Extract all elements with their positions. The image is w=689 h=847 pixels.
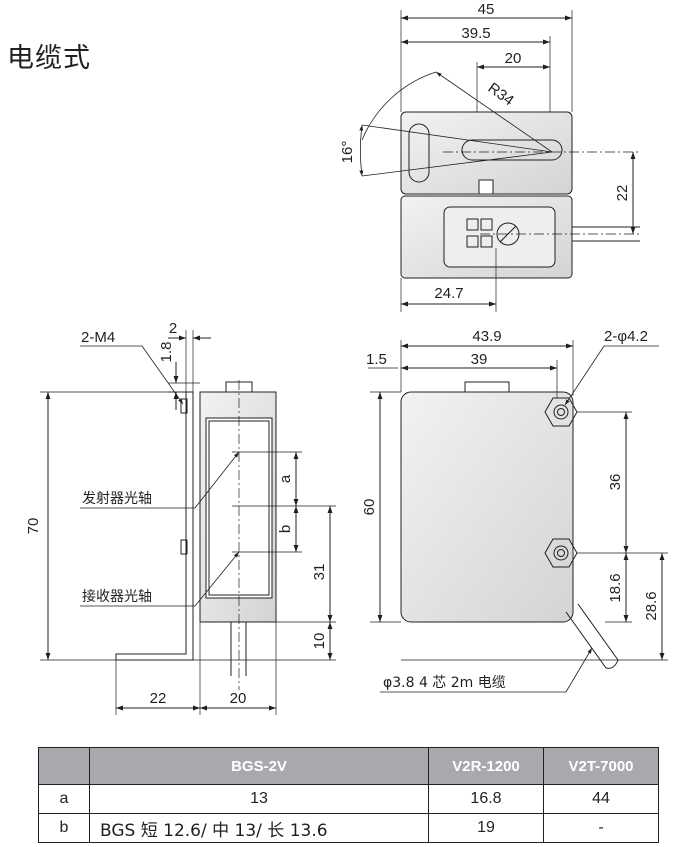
dim-1-8: 1.8 xyxy=(158,342,175,363)
table-header-v2r-1200: V2R-1200 xyxy=(428,747,544,785)
label-cable-spec: φ3.8 4 芯 2m 电缆 xyxy=(383,675,506,691)
dim-28-6: 28.6 xyxy=(643,591,660,620)
dim-b: b xyxy=(277,525,294,533)
dim-22-bracket: 22 xyxy=(150,690,167,707)
top-view xyxy=(359,10,640,312)
table-row: b BGS 短 12.6/ 中 13/ 长 13.6 19 - xyxy=(38,813,659,843)
table-cell: 16.8 xyxy=(428,784,544,814)
label-receiver-axis: 接收器光轴 xyxy=(82,588,152,605)
table-cell: 13 xyxy=(89,784,429,814)
dim-39-5: 39.5 xyxy=(461,25,490,42)
dim-31: 31 xyxy=(311,564,328,581)
dim-10: 10 xyxy=(311,633,328,650)
table-header-blank xyxy=(38,747,90,785)
dim-r34: R34 xyxy=(485,79,517,109)
dim-45: 45 xyxy=(478,1,495,18)
table-cell: 44 xyxy=(543,784,659,814)
dim-20: 20 xyxy=(505,50,522,67)
dim-24-7: 24.7 xyxy=(434,285,463,302)
dim-2: 2 xyxy=(169,320,177,337)
label-hole-4-2: 2-φ4.2 xyxy=(604,328,648,345)
dim-20-body: 20 xyxy=(230,690,247,707)
table-cell: a xyxy=(38,784,90,814)
dim-70: 70 xyxy=(25,518,42,535)
label-emitter-axis: 发射器光轴 xyxy=(82,491,152,507)
front-view xyxy=(368,340,668,693)
table-header-bgs-2v: BGS-2V xyxy=(89,747,429,785)
dim-1-5: 1.5 xyxy=(366,351,387,368)
table-cell: 19 xyxy=(428,813,544,843)
label-2-m4: 2-M4 xyxy=(81,329,115,346)
table-cell: - xyxy=(543,813,659,843)
dim-18-6: 18.6 xyxy=(607,573,624,602)
dim-39: 39 xyxy=(471,351,488,368)
dimension-drawing: 45 39.5 20 R34 16° 22 24.7 xyxy=(25,1,668,715)
front-view-labels: 43.9 1.5 39 2-φ4.2 60 36 18.6 28.6 φ3.8 … xyxy=(361,328,660,691)
table-cell: b xyxy=(38,813,90,843)
table-header-row: BGS-2V V2R-1200 V2T-7000 xyxy=(38,747,659,785)
dim-a: a xyxy=(277,474,294,483)
dim-43-9: 43.9 xyxy=(472,328,501,345)
table-row: a 13 16.8 44 xyxy=(38,784,659,814)
dim-16-deg: 16° xyxy=(339,141,356,164)
side-view-labels: 2-M4 2 1.8 70 a b 31 10 22 20 发射器光轴 接收器光… xyxy=(25,320,328,707)
page-title: 电缆式 xyxy=(7,43,91,74)
dim-36: 36 xyxy=(607,474,624,491)
spec-table: BGS-2V V2R-1200 V2T-7000 a 13 16.8 44 b … xyxy=(38,747,659,843)
side-view xyxy=(40,330,336,715)
table-header-v2t-7000: V2T-7000 xyxy=(543,747,659,785)
dim-22: 22 xyxy=(614,185,631,202)
table-cell: BGS 短 12.6/ 中 13/ 长 13.6 xyxy=(89,813,429,843)
dim-60: 60 xyxy=(361,499,378,516)
